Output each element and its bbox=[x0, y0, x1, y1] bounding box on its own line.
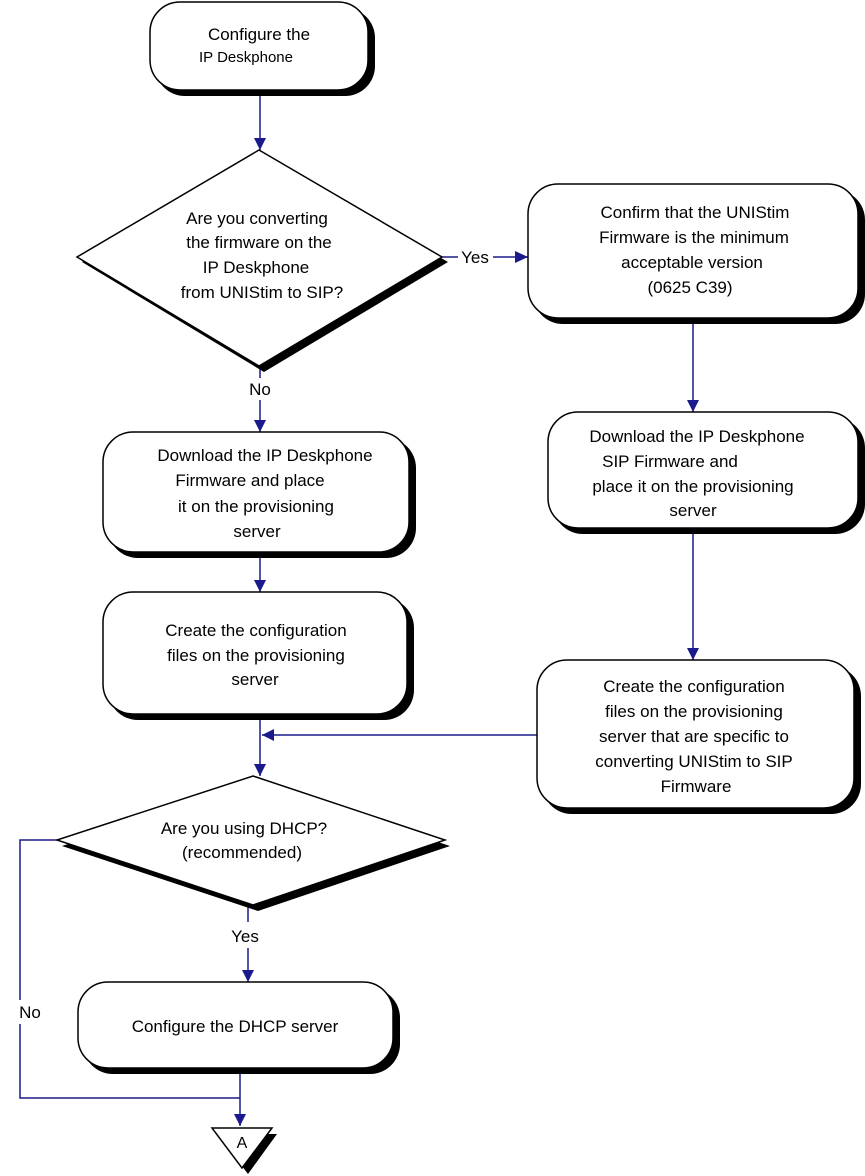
node-text-line: Create the configuration bbox=[165, 621, 346, 640]
process-configure-dhcp-server: Configure the DHCP server bbox=[77, 981, 400, 1074]
node-text-line: Firmware and place bbox=[175, 471, 324, 490]
arrowhead bbox=[687, 400, 699, 412]
node-text-line: it on the provisioning bbox=[178, 497, 334, 516]
node-text-line: Download the IP Deskphone bbox=[589, 427, 804, 446]
node-text-line: Configure the bbox=[208, 25, 310, 44]
node-text-line: Are you converting bbox=[186, 209, 328, 228]
process-download-firmware: Download the IP Deskphone Firmware and p… bbox=[102, 431, 416, 558]
arrowhead bbox=[254, 764, 266, 776]
node-text-line: Are you using DHCP? bbox=[161, 819, 327, 838]
node-text-line: from UNIStim to SIP? bbox=[181, 283, 343, 302]
edge-dhcp-no-a bbox=[19, 839, 57, 1000]
edge-label-no: No bbox=[19, 1003, 41, 1022]
arrowhead bbox=[242, 970, 254, 982]
node-text-line: Firmware bbox=[661, 777, 732, 796]
arrowhead bbox=[254, 420, 266, 432]
node-text-line: converting UNIStim to SIP bbox=[595, 752, 792, 771]
node-text-line: files on the provisioning bbox=[167, 646, 345, 665]
edge-label-no: No bbox=[249, 380, 271, 399]
node-text-line: Confirm that the UNIStim bbox=[601, 203, 790, 222]
start-terminator: Configure the IP Deskphone bbox=[149, 1, 375, 96]
node-text-line: server that are specific to bbox=[599, 727, 789, 746]
node-text-line: server bbox=[233, 522, 281, 541]
connector-lines bbox=[19, 90, 699, 1126]
node-text-line: Create the configuration bbox=[603, 677, 784, 696]
node-text-line: place it on the provisioning bbox=[592, 477, 793, 496]
node-text-line: server bbox=[231, 670, 279, 689]
node-text-line: Download the IP Deskphone bbox=[157, 446, 372, 465]
decision-convert-firmware: Are you converting the firmware on the I… bbox=[75, 149, 448, 372]
process-confirm-unistim-version: Confirm that the UNIStim Firmware is the… bbox=[527, 183, 865, 324]
node-text-line: IP Deskphone bbox=[199, 49, 293, 66]
arrowhead bbox=[254, 138, 266, 150]
process-create-config-files: Create the configuration files on the pr… bbox=[102, 591, 414, 720]
node-text-line: server bbox=[669, 501, 717, 520]
decision-using-dhcp: Are you using DHCP? (recommended) bbox=[54, 775, 450, 911]
edge-label-yes: Yes bbox=[231, 927, 259, 946]
node-text-line: the firmware on the bbox=[186, 233, 332, 252]
arrowhead bbox=[515, 251, 528, 263]
edge-label-yes: Yes bbox=[461, 248, 489, 267]
node-text-line: IP Deskphone bbox=[203, 258, 309, 277]
node-text-line: (recommended) bbox=[182, 843, 302, 862]
node-text-line: Configure the DHCP server bbox=[132, 1017, 339, 1036]
node-text-line: (0625 C39) bbox=[647, 278, 732, 297]
arrowhead bbox=[262, 729, 274, 741]
edge-dhcp-no-b bbox=[19, 1024, 240, 1099]
connector-label: A bbox=[237, 1135, 248, 1152]
arrowhead bbox=[687, 648, 699, 660]
arrowhead bbox=[234, 1114, 246, 1126]
off-page-connector: A bbox=[210, 1127, 277, 1174]
node-text-line: acceptable version bbox=[621, 253, 763, 272]
node-text-line: Firmware is the minimum bbox=[599, 228, 789, 247]
process-create-config-files-sip: Create the configuration files on the pr… bbox=[536, 659, 861, 814]
arrowhead bbox=[254, 580, 266, 592]
node-text-line: SIP Firmware and bbox=[602, 452, 738, 471]
node-text-line: files on the provisioning bbox=[605, 702, 783, 721]
process-download-sip-firmware: Download the IP Deskphone SIP Firmware a… bbox=[547, 411, 865, 534]
